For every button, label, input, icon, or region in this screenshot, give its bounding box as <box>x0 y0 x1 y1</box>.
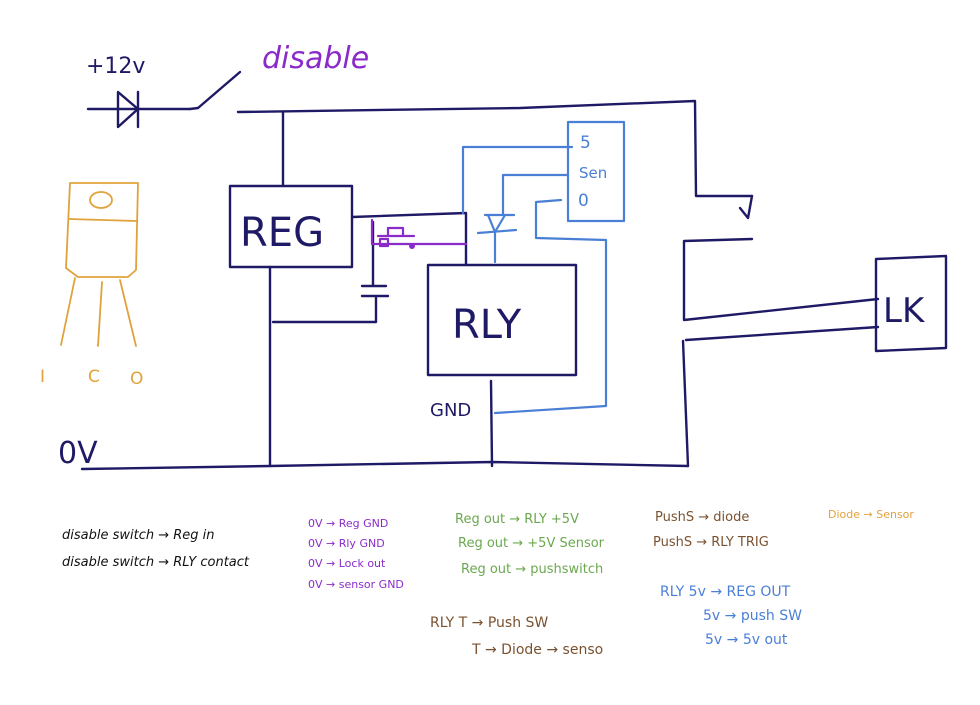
relay-label: RLY <box>452 302 522 348</box>
sensor-signal-wire <box>501 173 570 216</box>
note-line: T → Diode → senso <box>471 642 603 658</box>
sensor-5v-wire <box>461 145 574 215</box>
relay-contact-terminal <box>738 194 754 220</box>
sensor-pin-5v: 5 <box>580 133 591 153</box>
regulator-pin-common: C <box>88 367 100 387</box>
notes-diode: Diode → Sensor <box>828 508 914 521</box>
notes-relay-5v: RLY 5v → REG OUT 5v → push SW 5v → 5v ou… <box>660 584 802 648</box>
note-line: disable switch → Reg in <box>62 528 215 543</box>
relay-ground-wire <box>489 379 494 468</box>
note-line: 5v → push SW <box>703 608 802 624</box>
supply-label: +12v <box>86 54 145 79</box>
regulator-pin-input: I <box>40 367 45 387</box>
notes-ground: 0V → Reg GND 0V → Rly GND 0V → Lock out … <box>308 517 404 591</box>
note-line: disable switch → RLY contact <box>62 555 250 570</box>
regulator-block: REG <box>228 184 354 269</box>
note-line: Reg out → +5V Sensor <box>458 536 605 551</box>
sensor-pin-signal: Sen <box>579 164 607 182</box>
notes-relay-trigger: RLY T → Push SW T → Diode → senso <box>430 615 603 658</box>
supply-rail <box>236 99 754 198</box>
note-line: 5v → 5v out <box>705 632 788 648</box>
sensor-ground-wire <box>493 198 608 415</box>
note-line: 0V → Reg GND <box>308 517 388 530</box>
notes-reg-out: Reg out → RLY +5V Reg out → +5V Sensor R… <box>455 512 605 577</box>
note-line: 0V → sensor GND <box>308 578 404 591</box>
note-line: 0V → Rly GND <box>308 537 385 550</box>
note-line: Diode → Sensor <box>828 508 914 521</box>
note-line: 0V → Lock out <box>308 557 386 570</box>
note-line: RLY T → Push SW <box>430 615 548 631</box>
capacitor-ground-wire <box>271 296 378 324</box>
notes-pushswitch: PushS → diode PushS → RLY TRIG <box>653 510 769 550</box>
regulator-pin-output: O <box>130 369 143 389</box>
relay-gnd-label: GND <box>430 400 471 421</box>
disable-label: disable <box>262 41 369 76</box>
note-line: PushS → diode <box>655 510 749 525</box>
ground-label: 0V <box>58 436 98 471</box>
sensor-block: 5 Sen 0 <box>566 120 626 223</box>
note-line: Reg out → pushswitch <box>461 562 603 577</box>
relay-block: RLY <box>426 263 578 377</box>
regulator-pinout-icon <box>60 182 139 347</box>
ground-rail <box>80 460 690 471</box>
note-line: PushS → RLY TRIG <box>653 535 769 550</box>
note-line: Reg out → RLY +5V <box>455 512 579 527</box>
reg-output-wire <box>350 211 468 267</box>
input-diode-icon <box>86 90 192 129</box>
lock-wire-upper <box>682 237 880 322</box>
disable-switch <box>188 70 242 111</box>
lock-wire-lower <box>684 325 880 342</box>
lock-ground-wire <box>681 339 690 468</box>
lock-block: LK <box>874 254 948 353</box>
sensor-diode-icon <box>476 213 518 264</box>
notes-disable: disable switch → Reg in disable switch →… <box>62 528 250 570</box>
push-switch-icon <box>370 218 468 249</box>
regulator-label: REG <box>240 210 324 256</box>
capacitor-icon <box>360 220 390 298</box>
note-line: RLY 5v → REG OUT <box>660 584 791 600</box>
lock-label: LK <box>883 291 926 331</box>
sensor-pin-ground: 0 <box>578 191 589 211</box>
